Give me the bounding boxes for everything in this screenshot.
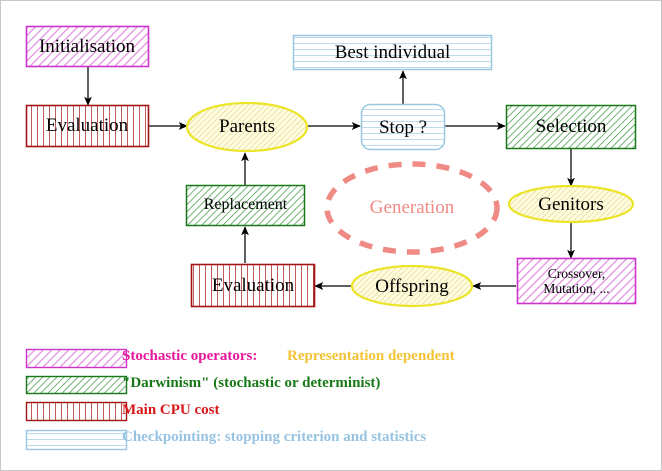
node-initialisation[interactable] bbox=[25, 25, 150, 68]
legend-label-stochastic-operators: Stochastic operators: bbox=[122, 348, 258, 364]
node-replacement[interactable] bbox=[185, 184, 306, 227]
node-selection[interactable] bbox=[505, 104, 637, 150]
node-generation bbox=[324, 161, 500, 255]
legend-label-main-cpu-cost: Main CPU cost bbox=[122, 402, 220, 418]
legend-label-representation-dependent: Representation dependent bbox=[287, 348, 455, 364]
legend-swatch-stochastic bbox=[25, 348, 128, 369]
legend-swatch-cpu bbox=[25, 401, 128, 422]
legend-swatch-checkpointing bbox=[25, 429, 128, 451]
node-crossover[interactable] bbox=[516, 257, 637, 305]
legend-swatch-darwinism bbox=[25, 375, 128, 395]
node-best-individual[interactable] bbox=[292, 34, 493, 71]
node-evaluation-bot[interactable] bbox=[190, 263, 316, 308]
node-stop[interactable] bbox=[360, 103, 446, 151]
node-offspring[interactable] bbox=[350, 264, 474, 308]
node-evaluation-top[interactable] bbox=[25, 104, 150, 148]
legend-label-checkpointing: Checkpointing: stopping criterion and st… bbox=[122, 429, 427, 445]
legend-label-darwinism: "Darwinism" (stochastic or determinist) bbox=[122, 375, 381, 391]
node-genitors[interactable] bbox=[507, 184, 635, 224]
node-parents[interactable] bbox=[185, 101, 309, 153]
